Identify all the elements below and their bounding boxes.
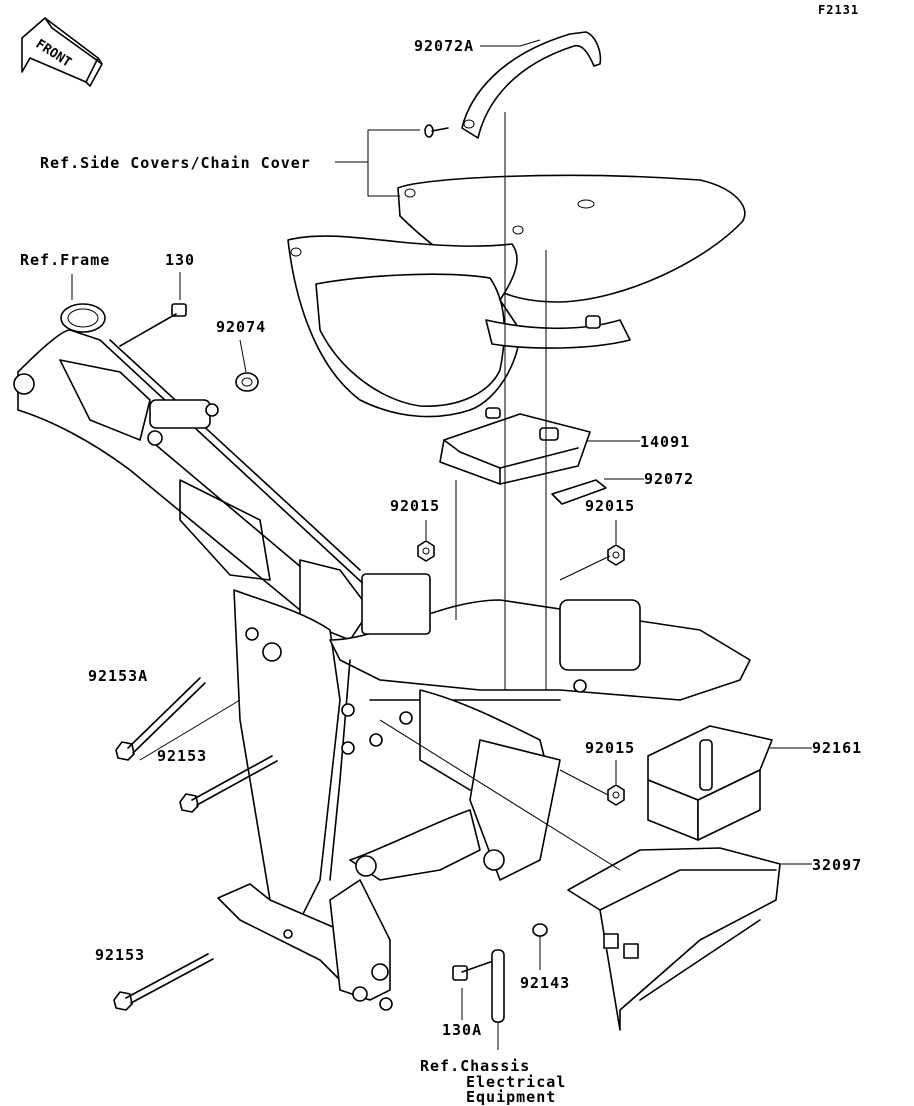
- label-92015-lower: 92015: [585, 739, 636, 757]
- label-130a: 130A: [442, 1021, 483, 1039]
- label-92072: 92072: [644, 470, 695, 488]
- label-ref-chassis-2: Electrical: [466, 1073, 567, 1091]
- bolt-small-top: [424, 124, 449, 138]
- label-130: 130: [165, 251, 196, 269]
- bolt-92153-mid: [179, 755, 278, 813]
- bolt-92153a: [115, 677, 206, 761]
- leader-lines: [71, 39, 812, 1050]
- bolt-92153-low: [113, 953, 214, 1011]
- battery-case-92161: [647, 725, 773, 841]
- strap-92072a: [461, 31, 602, 139]
- battery-tray-14091: [439, 407, 591, 485]
- diagram-code: F2131: [818, 3, 860, 17]
- label-32097: 32097: [812, 856, 863, 874]
- label-92153-mid: 92153: [157, 747, 208, 765]
- label-92072a: 92072A: [414, 37, 475, 55]
- label-ref-chassis-3: Equipment: [466, 1088, 557, 1106]
- collar-92143: [532, 923, 548, 937]
- label-ref-chassis-1: Ref.Chassis: [420, 1057, 531, 1075]
- label-92074: 92074: [216, 318, 267, 336]
- label-92153a: 92153A: [88, 667, 149, 685]
- label-14091: 14091: [640, 433, 691, 451]
- label-92161: 92161: [812, 739, 863, 757]
- nut-92015-right: [607, 544, 625, 566]
- band-chassis: [491, 949, 505, 1023]
- side-cover: [287, 174, 746, 418]
- label-92143: 92143: [520, 974, 571, 992]
- label-92153-low: 92153: [95, 946, 146, 964]
- label-ref-frame: Ref.Frame: [20, 251, 111, 269]
- bolt-130a: [452, 959, 497, 981]
- label-92015-right: 92015: [585, 497, 636, 515]
- main-frame: [13, 303, 751, 1011]
- collar-92074: [235, 372, 259, 392]
- battery-holder-32097: [567, 847, 781, 1031]
- nut-92015-left: [417, 540, 435, 562]
- label-ref-side-covers: Ref.Side Covers/Chain Cover: [40, 154, 311, 172]
- label-92015-left: 92015: [390, 497, 441, 515]
- nut-92015-lower: [607, 784, 625, 806]
- bolt-130: [119, 303, 187, 347]
- strap-92072: [551, 479, 607, 505]
- front-arrow-icon: FRONT: [21, 17, 103, 87]
